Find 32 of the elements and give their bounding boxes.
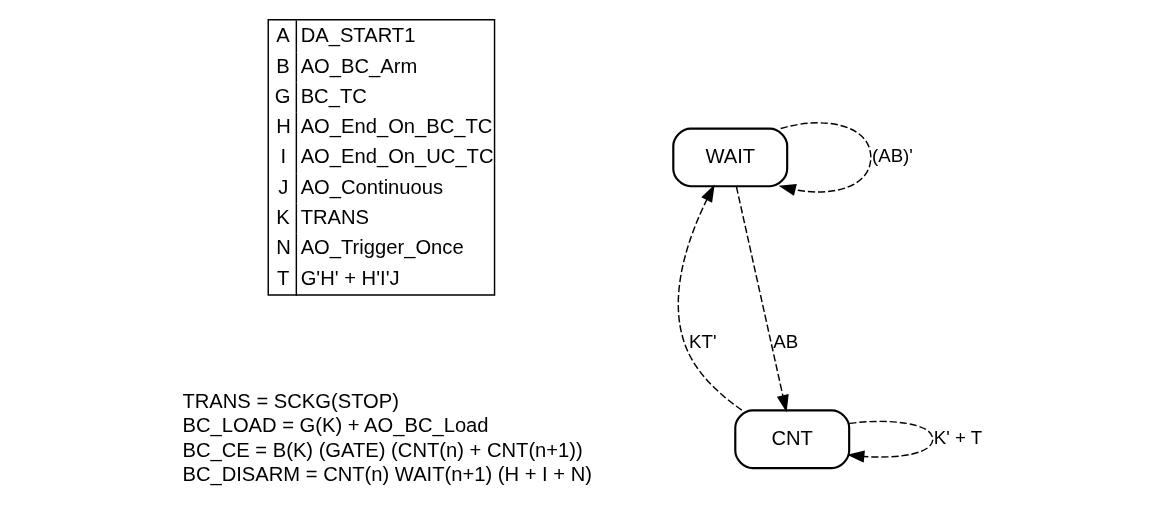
label: G bbox=[274, 84, 291, 107]
arrow bbox=[677, 184, 743, 411]
label: AO_End_On_UC_TC bbox=[300, 145, 494, 168]
label: DA_START1 bbox=[300, 24, 416, 47]
edge-label: (AB)' bbox=[871, 145, 913, 167]
label: TRANS bbox=[300, 206, 370, 229]
arrow bbox=[735, 185, 789, 413]
label: BC_CE = B(K) (GATE) (CNT(n) + CNT(n+1)) bbox=[182, 438, 583, 461]
edge-label: KT' bbox=[689, 330, 717, 352]
label: H bbox=[276, 115, 291, 138]
arrow bbox=[778, 122, 872, 196]
label: J bbox=[278, 175, 289, 198]
arrow bbox=[847, 420, 934, 463]
label: N bbox=[276, 236, 291, 259]
label: AO_End_On_BC_TC bbox=[300, 115, 493, 138]
node-box: CNT bbox=[734, 409, 851, 470]
label: BC_TC bbox=[300, 84, 367, 107]
edge-label: K' + T bbox=[933, 427, 983, 449]
label: I bbox=[280, 145, 287, 168]
label: BC_LOAD = G(K) + AO_BC_Load bbox=[182, 414, 489, 437]
label: G'H' + H'I'J bbox=[300, 266, 400, 289]
label: AO_Continuous bbox=[300, 175, 444, 198]
label: AO_BC_Arm bbox=[300, 54, 418, 77]
label: T bbox=[276, 266, 290, 289]
label: K bbox=[276, 206, 290, 229]
label: BC_DISARM = CNT(n) WAIT(n+1) (H + I + N) bbox=[182, 463, 592, 486]
node-box: WAIT bbox=[672, 127, 789, 188]
label: AO_Trigger_Once bbox=[300, 236, 464, 259]
label: TRANS = SCKG(STOP) bbox=[182, 389, 399, 412]
label: A bbox=[276, 24, 290, 47]
edge-label: AB bbox=[773, 330, 799, 352]
label: B bbox=[276, 54, 290, 77]
